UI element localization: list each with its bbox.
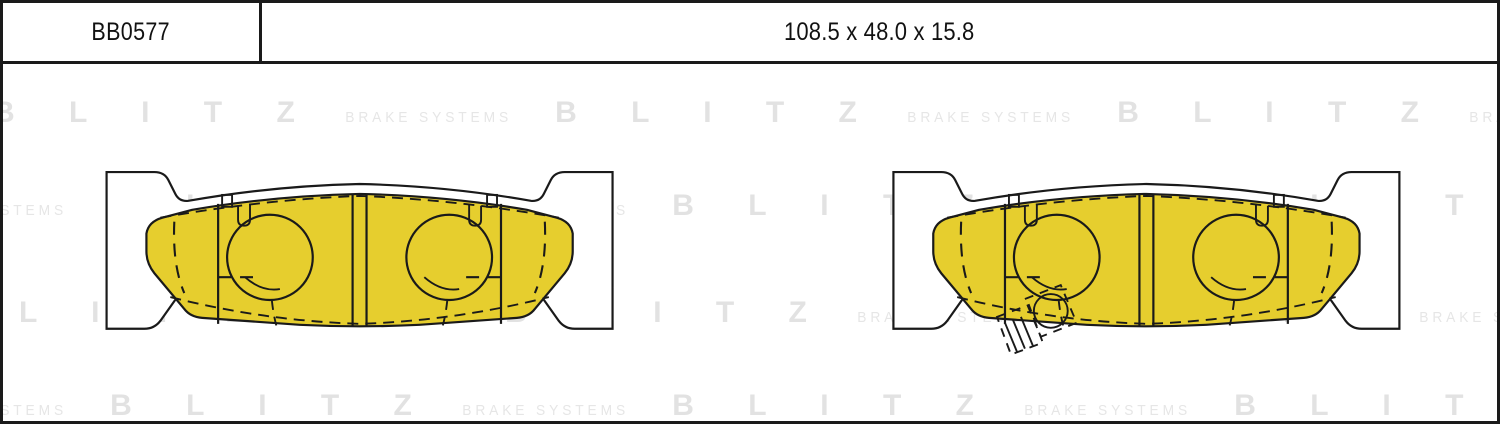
wear-sensor-assembly	[995, 283, 1078, 356]
pad-backing-plate	[892, 171, 1401, 330]
hole-left-notch	[244, 276, 281, 291]
dimensions-cell: 108.5 x 48.0 x 15.8	[262, 3, 1497, 61]
watermark-unit: B L I T Z BRAKE SYSTEMS	[1067, 296, 1497, 330]
watermark-unit: B L I T Z BRAKE SYSTEMS	[505, 296, 1067, 330]
watermark-unit: B L I T Z BRAKE SYSTEMS	[672, 389, 1234, 421]
sensor-hatch-1	[1004, 322, 1018, 352]
hole-left-notch	[1031, 276, 1067, 291]
hole-right-notch	[1210, 276, 1247, 291]
watermark-tagline: BRAKE SYSTEMS	[295, 309, 462, 326]
watermark-unit: B L I T Z BRAKE SYSTEMS	[3, 96, 555, 130]
sensor-hatch-2	[1012, 319, 1026, 349]
dimensions-text: 108.5 x 48.0 x 15.8	[784, 17, 975, 46]
clip-left	[1008, 193, 1020, 208]
watermark-brand: B L I T Z	[1234, 189, 1497, 222]
chamfer-tail-left	[1057, 300, 1066, 332]
mounting-hole-left	[226, 213, 314, 302]
chamfer-arc-right-outer	[1320, 221, 1333, 294]
friction-top-chamfer	[160, 194, 559, 219]
watermark-tagline: BRAKE SYSTEMS	[1469, 109, 1497, 126]
watermark-brand: B L I T Z	[1117, 96, 1442, 129]
watermark-brand: B L I T Z	[672, 389, 997, 421]
chamfer-arc-left-outer	[959, 221, 973, 294]
watermark-tagline: BRAKE SYSTEMS	[3, 202, 67, 219]
watermark-tagline: BRAKE SYSTEMS	[907, 109, 1074, 126]
watermark-tagline: BRAKE SYSTEMS	[1419, 309, 1497, 326]
u-notch-right	[1255, 203, 1269, 227]
chamfer-tail-left	[270, 300, 279, 332]
watermark-row: B L I T Z BRAKE SYSTEMS B L I T Z BRAKE SYS…	[3, 296, 1497, 330]
friction-material	[932, 192, 1361, 328]
watermark-brand: B L I T Z	[1067, 296, 1392, 329]
watermark-row: B L I T Z BRAKE SYSTEMS B L I T Z BRAKE SYS…	[3, 96, 1497, 130]
wear-sensor-tab	[995, 303, 1045, 356]
watermark-tagline: BRAKE SYSTEMS	[857, 309, 1024, 326]
watermark-row: B L I T Z BRAKE SYSTEMS B L I T Z BRAKE SYS…	[3, 189, 1497, 223]
header-bar: BB0577 108.5 x 48.0 x 15.8	[3, 3, 1497, 64]
friction-top-chamfer	[947, 194, 1346, 219]
hole-right-notch	[423, 276, 460, 291]
watermark-brand: B L I T Z	[505, 296, 830, 329]
part-number-cell: BB0577	[3, 3, 262, 61]
watermark-unit: B L I T Z BRAKE SYSTEMS	[672, 189, 1234, 223]
watermark-row: B L I T Z BRAKE SYSTEMS B L I T Z BRAKE SYS…	[3, 389, 1497, 421]
watermark-tagline: BRAKE SYSTEMS	[1024, 402, 1192, 419]
watermark-tagline: BRAKE SYSTEMS	[462, 202, 629, 219]
chamfer-arc-right-outer	[533, 221, 547, 294]
watermark-tagline: BRAKE SYSTEMS	[462, 402, 629, 419]
pad-backing-plate	[105, 171, 614, 330]
wear-sensor-eyelet	[1032, 293, 1069, 329]
watermark-unit: B L I T Z BRAKE SYSTEMS	[110, 389, 672, 421]
chamfer-tail-right	[1227, 300, 1235, 332]
mounting-hole-left	[1012, 213, 1101, 302]
mounting-hole-right	[405, 213, 494, 302]
watermark-brand: B L I T Z	[1234, 389, 1497, 421]
u-notch-left	[1023, 203, 1038, 227]
watermark-tagline: BRAKE SYSTEMS	[3, 402, 67, 419]
watermark-tagline: BRAKE SYSTEMS	[345, 109, 512, 126]
watermark-tagline: BRAKE SYSTEMS	[1024, 202, 1192, 219]
watermark-brand: B L I T Z	[555, 96, 880, 129]
watermark-brand: B L I T Z	[3, 296, 268, 329]
u-notch-right	[468, 203, 483, 227]
watermark-brand: B L I T Z	[110, 189, 435, 222]
watermark-unit: B L I T Z BRAKE SYSTEMS	[555, 96, 1117, 130]
watermark-layer: B L I T Z BRAKE SYSTEMS B L I T Z BRAKE SYS…	[3, 64, 1497, 421]
clip-right	[486, 193, 498, 208]
pad-right-group	[892, 171, 1401, 356]
friction-bottom-chamfer	[170, 296, 550, 325]
sensor-hatch-3	[1020, 316, 1034, 346]
mounting-hole-right	[1192, 213, 1280, 302]
watermark-unit: B L I T Z BRAKE SYSTEMS	[3, 296, 505, 330]
clip-left	[221, 193, 234, 208]
chamfer-tail-right	[440, 300, 449, 332]
clip-right	[1272, 193, 1285, 208]
watermark-unit: B L I T Z BRAKE SYSTEMS	[1117, 96, 1497, 130]
friction-bottom-chamfer	[956, 296, 1336, 325]
wear-sensor-plate-outline	[1023, 283, 1078, 338]
watermark-brand: B L I T Z	[110, 389, 435, 421]
watermark-unit: B L I T Z BRAKE SYSTEMS	[110, 189, 672, 223]
u-notch-left	[237, 203, 251, 227]
part-number-text: BB0577	[91, 17, 171, 46]
watermark-brand: B L I T Z	[672, 189, 997, 222]
chamfer-arc-left-outer	[172, 221, 186, 294]
brake-pad-diagram: .plate{fill:#ffffff;stroke:#1a1a1a;strok…	[3, 64, 1497, 421]
watermark-brand: B L I T Z	[3, 96, 318, 129]
friction-material	[145, 192, 574, 328]
pad-left-group	[105, 171, 614, 332]
